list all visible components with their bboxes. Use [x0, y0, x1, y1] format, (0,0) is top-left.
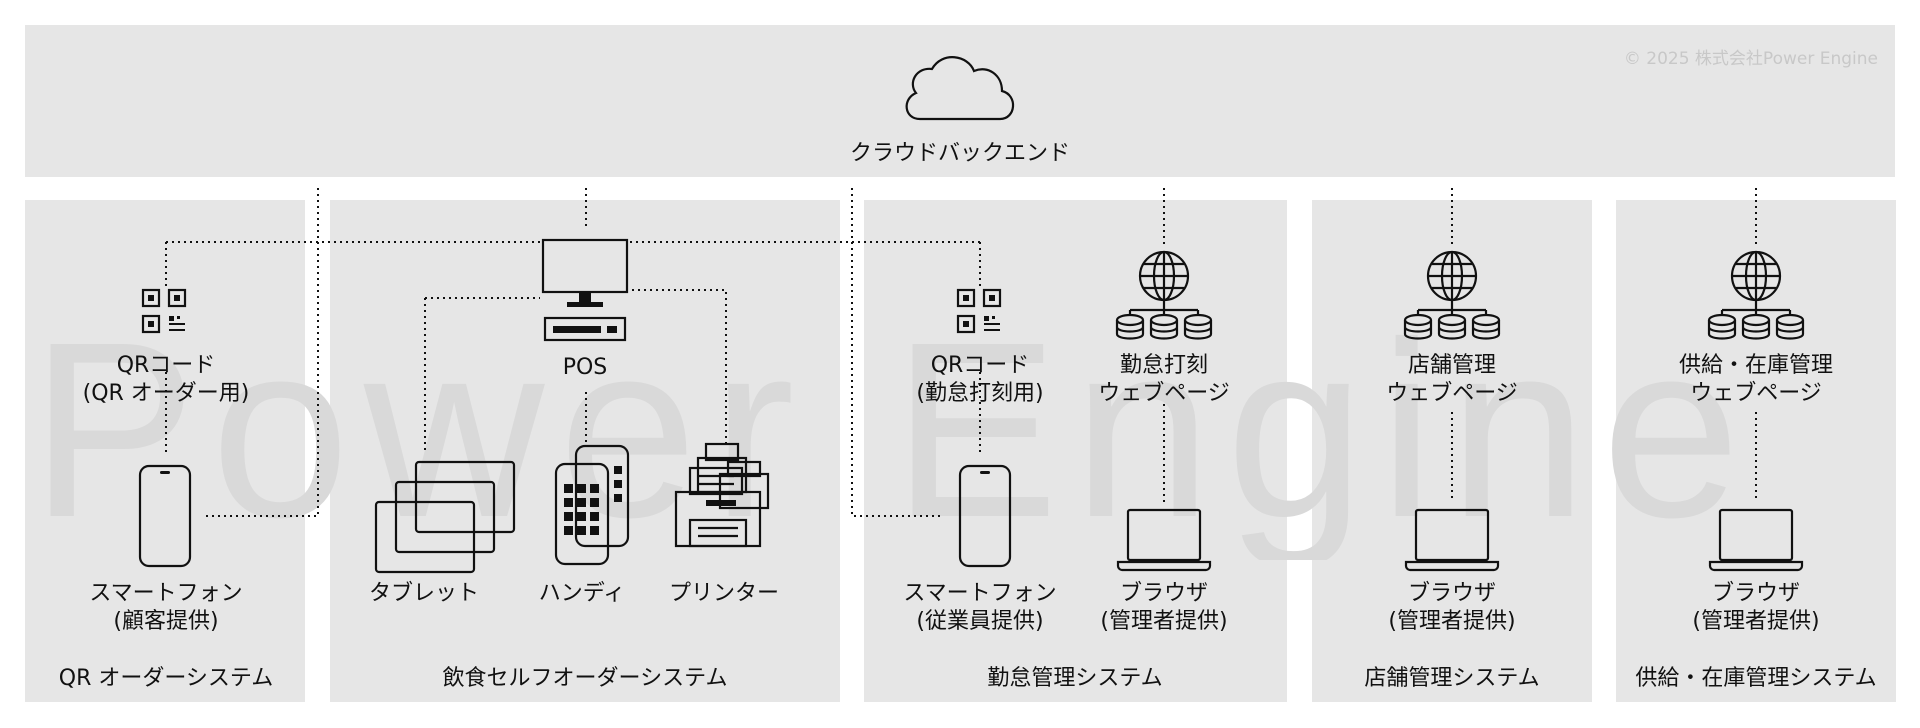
attendance-browser-label: ブラウザ (管理者提供) — [1100, 580, 1227, 636]
smartphone-label: スマートフォン (顧客提供) — [89, 580, 242, 636]
connectors — [165, 188, 1757, 517]
supply-system-title: 供給・在庫管理システム — [1635, 666, 1877, 691]
smartphone-icon — [958, 464, 1012, 568]
employee-smartphone-label-line1: スマートフォン — [903, 581, 1057, 606]
laptop-icon — [1708, 508, 1804, 572]
supply-browser-label-line2: (管理者提供) — [1692, 609, 1820, 634]
cloud-backend-band — [25, 25, 1895, 177]
attendance-system-panel — [864, 200, 1287, 702]
cloud-icon — [905, 56, 1015, 121]
handy-terminal-icon — [554, 444, 630, 566]
laptop-icon — [1404, 508, 1500, 572]
tablet-icon — [374, 460, 516, 574]
attendance-browser-label-line2: (管理者提供) — [1100, 609, 1228, 634]
web-database-icon — [1403, 250, 1501, 340]
pos-terminal-icon — [541, 238, 629, 342]
qr-code-icon — [141, 288, 187, 334]
supply-browser-label: ブラウザ (管理者提供) — [1692, 580, 1819, 636]
attendance-system-title: 勤怠管理システム — [987, 666, 1163, 691]
qr-order-system-title: QR オーダーシステム — [58, 666, 274, 691]
store-browser-label-line2: (管理者提供) — [1388, 609, 1516, 634]
store-web-label: 店舗管理 ウェブページ — [1386, 352, 1518, 408]
supply-browser-label-line1: ブラウザ — [1711, 581, 1801, 606]
supply-web-label-line1: 供給・在庫管理 — [1678, 353, 1834, 378]
store-browser-label-line1: ブラウザ — [1407, 581, 1497, 606]
web-database-icon — [1707, 250, 1805, 340]
store-web-label-line1: 店舗管理 — [1407, 353, 1496, 378]
qr-code-label: QRコード (QR オーダー用) — [83, 352, 250, 408]
handy-label: ハンディ — [538, 581, 626, 606]
laptop-icon — [1116, 508, 1212, 572]
pos-label: POS — [562, 355, 608, 380]
smartphone-label-line1: スマートフォン — [89, 581, 243, 606]
smartphone-label-line2: (顧客提供) — [113, 609, 219, 634]
attendance-qr-label: QRコード (勤怠打刻用) — [916, 352, 1043, 408]
smartphone-icon — [138, 464, 192, 568]
qr-code-label-line1: QRコード — [116, 353, 216, 378]
cloud-backend-label: クラウドバックエンド — [849, 141, 1071, 166]
qr-code-label-line2: (QR オーダー用) — [82, 381, 250, 406]
employee-smartphone-label-line2: (従業員提供) — [916, 609, 1044, 634]
web-database-icon — [1115, 250, 1213, 340]
attendance-web-label: 勤怠打刻 ウェブページ — [1098, 352, 1230, 408]
self-order-system-title: 飲食セルフオーダーシステム — [442, 666, 728, 691]
attendance-qr-label-line2: (勤怠打刻用) — [916, 381, 1044, 406]
attendance-qr-label-line1: QRコード — [930, 353, 1030, 378]
printer-icon — [674, 442, 770, 548]
employee-smartphone-label: スマートフォン (従業員提供) — [903, 580, 1056, 636]
supply-web-label-line2: ウェブページ — [1690, 381, 1822, 406]
qr-code-icon — [956, 288, 1002, 334]
store-browser-label: ブラウザ (管理者提供) — [1388, 580, 1515, 636]
store-web-label-line2: ウェブページ — [1386, 381, 1518, 406]
attendance-browser-label-line1: ブラウザ — [1119, 581, 1209, 606]
printer-label: プリンター — [668, 581, 780, 606]
attendance-web-label-line1: 勤怠打刻 — [1119, 353, 1208, 378]
store-system-title: 店舗管理システム — [1364, 666, 1540, 691]
supply-web-label: 供給・在庫管理 ウェブページ — [1679, 352, 1833, 408]
tablet-label: タブレット — [368, 581, 480, 606]
copyright-notice: © 2025 株式会社Power Engine — [1623, 49, 1878, 69]
attendance-web-label-line2: ウェブページ — [1098, 381, 1230, 406]
self-order-system-panel — [330, 200, 840, 702]
